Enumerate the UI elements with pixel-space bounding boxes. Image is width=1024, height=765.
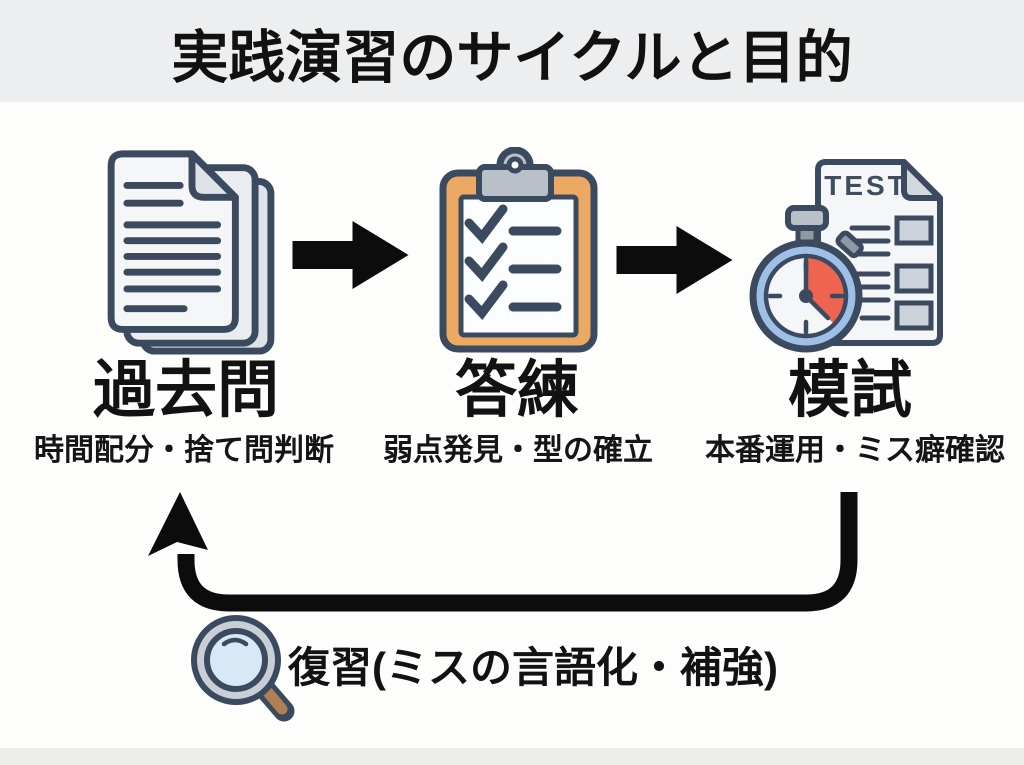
page-title: 実践演習のサイクルと目的 xyxy=(171,26,853,90)
flow-arrow-icon xyxy=(292,221,409,289)
test-paper-label: TEST xyxy=(824,170,908,201)
magnifier-icon xyxy=(191,615,295,722)
bottom-strip xyxy=(0,748,1024,765)
step-label: 過去問 xyxy=(92,356,279,425)
step-label: 模試 xyxy=(787,356,912,425)
flow-arrow-icon xyxy=(616,226,733,294)
stopwatch-test-paper-icon: TEST xyxy=(749,159,943,353)
documents-stack-icon xyxy=(107,150,275,355)
loop-caption: 復習(ミスの言語化・補強) xyxy=(288,644,778,691)
step-label: 答練 xyxy=(454,356,579,425)
step-subtitle: 本番運用・ミス癖確認 xyxy=(705,434,1005,467)
step-subtitle: 時間配分・捨て問判断 xyxy=(34,434,334,467)
step-subtitle: 弱点発見・型の確立 xyxy=(383,434,653,467)
header-band: 実践演習のサイクルと目的 xyxy=(0,0,1024,102)
clipboard-checklist-icon xyxy=(439,147,598,353)
